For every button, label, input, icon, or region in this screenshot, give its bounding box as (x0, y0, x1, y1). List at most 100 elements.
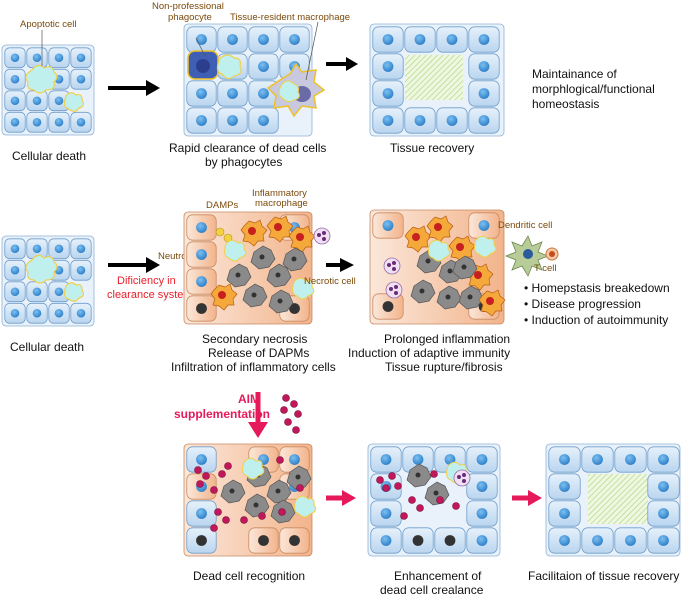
caption-enhancement-1: Enhancement of (394, 569, 482, 583)
cell-nucleus (380, 454, 392, 465)
necrotic-cell (428, 239, 451, 262)
cell-nucleus (196, 115, 207, 126)
cell-nucleus (382, 88, 394, 99)
aim-supplementation: supplementation (174, 407, 270, 421)
engulfed-debris (376, 461, 471, 520)
aim-particle (210, 524, 218, 532)
aim-particle (276, 456, 284, 464)
label-t-cell: T cell (534, 263, 557, 274)
aim-particle (436, 496, 444, 504)
cell-nucleus (444, 535, 456, 546)
cell-nucleus (559, 454, 570, 465)
cell-nucleus (478, 34, 490, 45)
aim-particle (224, 462, 232, 470)
cell-nucleus (54, 244, 64, 254)
arrow-1a-head (146, 80, 160, 96)
caption-rupture: Tissue rupture/fibrosis (385, 360, 503, 374)
cell-nucleus (446, 34, 458, 45)
aim-particle (408, 496, 416, 504)
aim-particle (214, 508, 222, 516)
deficiency-text-2: clearance system (107, 289, 193, 301)
label-tissue-resident: Tissue-resident macrophage (230, 12, 350, 23)
cell-nucleus (658, 481, 669, 492)
aim-particle (290, 400, 298, 408)
arrow-1b-head (346, 57, 358, 71)
cell-nucleus (258, 88, 269, 99)
cell-nucleus (382, 61, 394, 72)
cell-nucleus (289, 535, 300, 546)
aim-particle (382, 484, 390, 492)
aim-particle (196, 480, 204, 488)
aim-particle (376, 476, 384, 484)
label-nonprof-2: phagocyte (168, 12, 212, 23)
neutrophil (453, 469, 471, 487)
outcome-2: morphlogical/functional (532, 82, 655, 96)
caption-tissue-recovery: Tissue recovery (390, 141, 474, 155)
aim-particle (416, 504, 424, 512)
cell-nucleus (76, 308, 86, 318)
cell-nucleus (380, 535, 392, 546)
cell-nucleus (380, 508, 392, 519)
caption-rapid-clearance-2: by phagocytes (205, 155, 282, 169)
cell-nucleus (289, 454, 300, 465)
label-damps: DAMPs (206, 200, 238, 211)
t-cell (545, 247, 559, 261)
cell-nucleus (196, 454, 207, 465)
caption-release-damps: Release of DAPMs (208, 346, 309, 360)
cell-nucleus (54, 53, 64, 63)
label-inflammatory-2: macrophage (255, 198, 308, 209)
cell-nucleus (76, 117, 86, 127)
cell-nucleus (227, 115, 238, 126)
aim-particle (400, 512, 408, 520)
neutrophil (383, 257, 401, 275)
aim-label: AIM (238, 392, 260, 406)
arrow-2a-head (146, 257, 160, 273)
cell-nucleus (10, 308, 20, 318)
grid-r2b-cells (186, 214, 310, 322)
label-necrotic-cell: Necrotic cell (304, 276, 356, 287)
cell-nucleus (10, 53, 20, 63)
label-dendritic-cell: Dendritic cell (498, 220, 552, 231)
grid-r1b-cells (186, 26, 310, 134)
aim-particle (294, 410, 302, 418)
label-neutrophil: Neutrophil (158, 251, 201, 262)
cell-nucleus (227, 34, 238, 45)
cell-nucleus (32, 244, 42, 254)
aim-particle (202, 472, 210, 480)
aim-particle (218, 470, 226, 478)
cell-nucleus (258, 535, 269, 546)
aim-particle (284, 418, 292, 426)
apoptotic-cell-cluster (25, 64, 85, 112)
cell-nucleus (658, 508, 669, 519)
caption-infiltration: Infiltration of inflammatory cells (171, 360, 336, 374)
bullet-2: • Disease progression (524, 297, 641, 311)
necrotic-cell (294, 495, 317, 518)
bullet-3: • Induction of autoimmunity (524, 313, 668, 327)
cell-nucleus (54, 308, 64, 318)
grid-r1c-cells (372, 26, 500, 134)
cell-nucleus (592, 535, 603, 546)
outcome-bullets: • Homepstasis breakedown • Disease progr… (524, 281, 670, 327)
apoptotic-cell-cluster-2 (25, 254, 85, 302)
outcome-3: homeostasis (532, 97, 599, 111)
necrotic-cell (474, 235, 497, 258)
cell-nucleus (196, 34, 207, 45)
cell-nucleus (382, 115, 394, 126)
arrow-3a-head (342, 490, 356, 506)
cell-nucleus (196, 276, 207, 287)
cell-nucleus (76, 244, 86, 254)
cell-nucleus (10, 287, 20, 297)
nonprof-pointer (195, 37, 206, 57)
caption-enhancement-2: dead cell crealance (380, 583, 484, 596)
caption-rapid-clearance-1: Rapid clearance of dead cells (169, 141, 326, 155)
caption-dead-cell-recognition: Dead cell recognition (193, 569, 305, 583)
cell-nucleus (478, 115, 490, 126)
arrow-3b-head (528, 490, 542, 506)
cell-nucleus (32, 287, 42, 297)
cell-nucleus (382, 301, 394, 312)
cell-nucleus (658, 454, 669, 465)
aim-particle (280, 406, 288, 414)
cell-nucleus (476, 508, 488, 519)
necrotic-debris (210, 215, 331, 314)
